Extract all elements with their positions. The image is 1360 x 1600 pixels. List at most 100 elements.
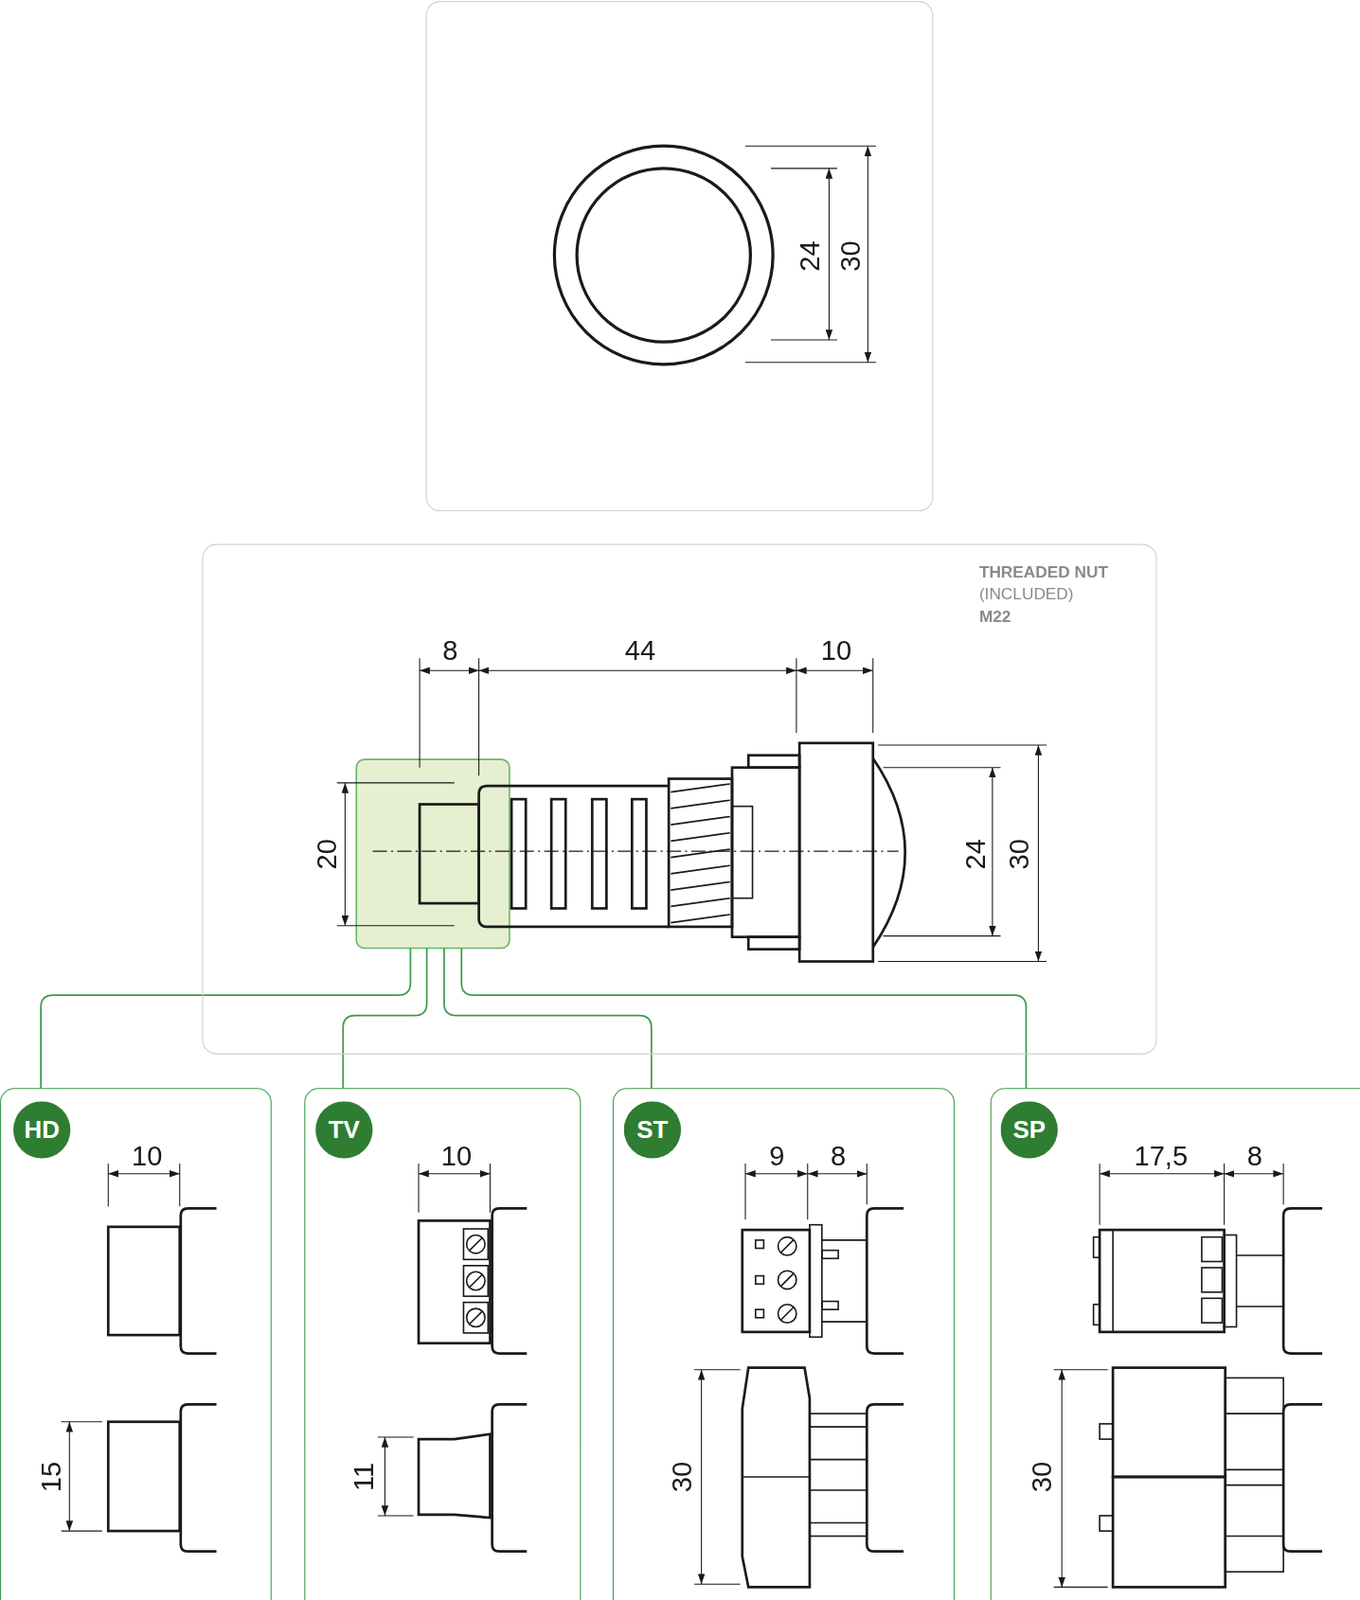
hd-connector-part <box>107 1422 179 1532</box>
st-connector <box>742 1208 904 1588</box>
dimension-lines-part <box>877 744 1047 746</box>
side-view-part <box>748 755 800 769</box>
dimension-value: 20 <box>314 839 342 870</box>
variant-link <box>461 948 1026 1090</box>
st-connector-part <box>809 1413 867 1537</box>
dimension-value: 30 <box>669 1462 698 1493</box>
side-view-part <box>551 799 566 909</box>
sp-connector-part <box>1099 1230 1225 1333</box>
variant-link <box>342 948 427 1090</box>
st-connector-part <box>866 1208 904 1354</box>
dimension-lines-part <box>1283 1163 1285 1205</box>
sp-connector-part <box>1093 1305 1100 1326</box>
dimension-lines-part <box>770 339 838 340</box>
dimension-lines-part <box>61 1531 103 1533</box>
tv-connector-part <box>492 1404 528 1552</box>
dimension-value: 30 <box>838 240 866 271</box>
sp-connector <box>1093 1208 1323 1588</box>
view-panel: 2430 <box>426 0 934 512</box>
dimension-value: 24 <box>962 839 990 870</box>
dimension-lines-part <box>107 1173 179 1175</box>
hd-connector-part <box>107 1227 179 1336</box>
variant-panel: 10 11 TV <box>304 1088 581 1600</box>
dimension-lines-part <box>61 1421 103 1423</box>
st-connector-part <box>822 1302 839 1311</box>
dimension-lines-part <box>344 783 346 927</box>
sp-connector-part <box>1283 1208 1323 1354</box>
dimension-value: 17,5 <box>1133 1143 1188 1171</box>
note-text: THREADED NUT <box>979 564 1109 581</box>
dimension-lines-part <box>478 658 480 776</box>
side-view-part <box>591 799 607 909</box>
side-view-part <box>670 784 731 924</box>
hd-connector-part <box>180 1404 217 1552</box>
variant-badge: HD <box>13 1101 71 1159</box>
side-view-part <box>479 786 670 928</box>
dimension-lines-part <box>337 782 455 784</box>
side-view-part <box>748 937 800 950</box>
side-view-part <box>419 805 480 905</box>
dimension-lines-part <box>418 1173 490 1175</box>
st-connector-part <box>755 1276 765 1286</box>
dimension-lines-part <box>1061 1370 1063 1589</box>
dimension-lines-part <box>991 768 993 937</box>
dimension-value: 8 <box>1247 1143 1263 1171</box>
dimension-value: 10 <box>131 1143 162 1171</box>
dimension-lines-part <box>419 670 480 672</box>
variant-badge: SP <box>1001 1101 1058 1159</box>
variant-link <box>40 948 411 1090</box>
sp-connector-part <box>1111 1230 1114 1333</box>
st-connector-part <box>809 1427 867 1523</box>
dimension-value: 11 <box>350 1463 378 1492</box>
side-view-part <box>372 851 898 853</box>
dimension-lines-part <box>1224 1173 1285 1175</box>
sp-connector-part <box>1225 1377 1284 1573</box>
dimension-lines-part <box>1037 745 1039 963</box>
dimension-lines-part <box>745 1173 808 1175</box>
sp-connector-part <box>1224 1234 1237 1327</box>
dimension-value: 9 <box>769 1143 785 1171</box>
variant-code: TV <box>328 1117 360 1143</box>
st-connector-part <box>742 1368 810 1589</box>
dimension-lines <box>694 1163 867 1585</box>
dimension-lines-part <box>745 361 877 363</box>
dimension-lines-part <box>877 961 1047 963</box>
st-connector-part <box>781 1240 794 1321</box>
dimension-value: 15 <box>37 1462 66 1493</box>
variant-link <box>444 948 652 1090</box>
dimension-lines-part <box>770 167 838 169</box>
sp-connector-part <box>1099 1424 1113 1440</box>
sp-connector-part <box>1201 1268 1223 1293</box>
dimension-lines-part <box>377 1436 414 1438</box>
dimension-lines-part <box>1099 1163 1101 1226</box>
dimension-lines-part <box>883 935 1002 937</box>
side-view-part <box>511 799 526 909</box>
dimension-lines-part <box>1099 1173 1225 1175</box>
dimension-value: 10 <box>441 1143 472 1171</box>
dimension-lines-part <box>806 1163 808 1220</box>
side-view-part <box>631 799 646 909</box>
dimension-lines <box>745 145 877 363</box>
dimension-lines-part <box>489 1163 491 1214</box>
side-view-part <box>668 779 733 928</box>
sp-connector-part <box>1201 1237 1223 1263</box>
dimension-value: 30 <box>1005 839 1034 870</box>
dimension-lines-part <box>377 1515 414 1517</box>
variant-code: SP <box>1012 1117 1046 1143</box>
dimension-lines-part <box>384 1437 386 1517</box>
terminal-highlight-part <box>356 759 510 949</box>
sp-connector-part <box>1283 1404 1323 1552</box>
variant-code: HD <box>24 1117 60 1143</box>
dimension-lines-part <box>178 1163 180 1207</box>
dimension-value: 30 <box>1028 1462 1056 1493</box>
note-text: (INCLUDED) <box>979 586 1074 603</box>
tv-connector-part <box>492 1208 528 1354</box>
side-view-part <box>732 768 800 938</box>
dimension-lines-part <box>866 1163 868 1205</box>
sp-connector-part <box>1112 1368 1226 1478</box>
st-connector-part <box>742 1476 810 1479</box>
dimension-lines-part <box>69 1422 71 1532</box>
dimension-lines-part <box>419 658 421 768</box>
dimension-lines-part <box>107 1163 109 1207</box>
st-connector-part <box>822 1240 867 1323</box>
